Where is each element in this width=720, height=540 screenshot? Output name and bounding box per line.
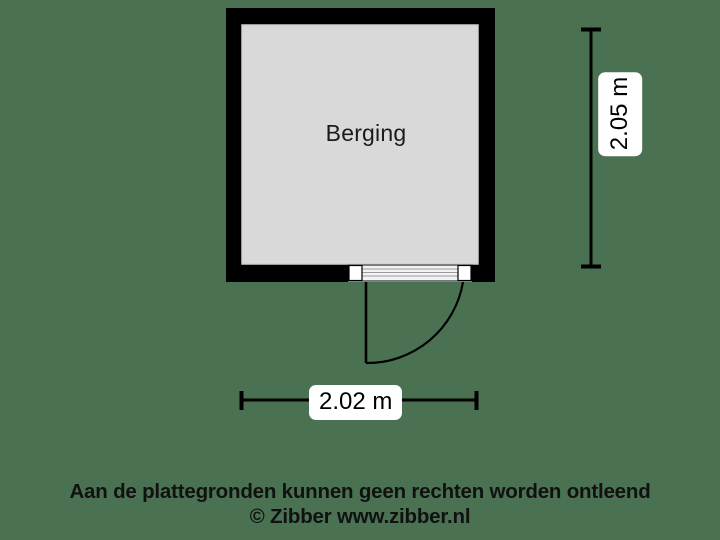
door-swing-arc: [365, 281, 465, 365]
dimension-label-width: 2.02 m: [309, 385, 403, 420]
door-jamb-right: [457, 264, 472, 282]
door-jamb-left: [348, 264, 363, 282]
room-floor: [242, 25, 478, 264]
dimension-label-height: 2.05 m: [598, 71, 643, 157]
footer-copyright: © Zibber www.zibber.nl: [249, 505, 471, 528]
footer-disclaimer: Aan de plattegronden kunnen geen rechten…: [69, 480, 651, 503]
room-label-berging: Berging: [325, 120, 407, 146]
